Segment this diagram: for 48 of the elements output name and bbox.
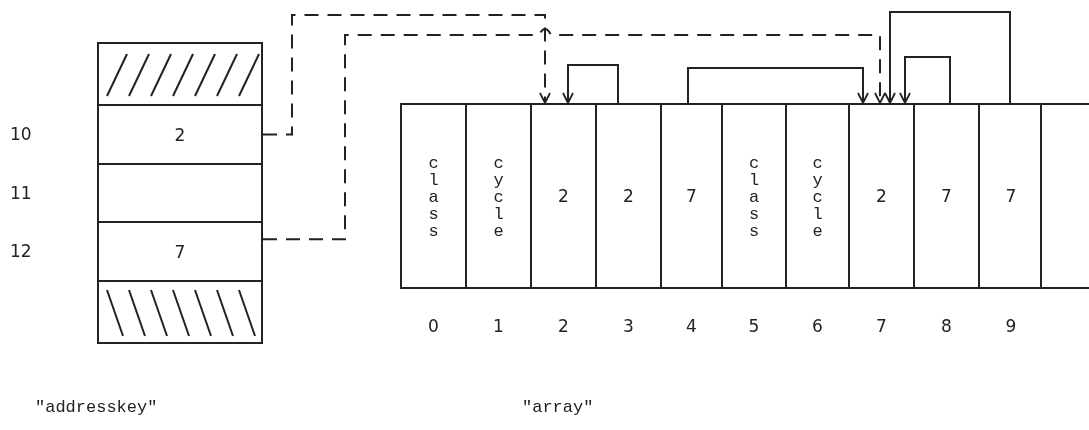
hatched-memory-region — [97, 42, 263, 106]
cell-value: 2 — [558, 186, 569, 206]
memory-cell — [97, 221, 263, 282]
array-index: 5 — [748, 316, 760, 336]
array-index: 2 — [558, 316, 569, 336]
pointer-arrow — [899, 56, 951, 104]
memory-cell — [721, 103, 787, 289]
pointer-arrow — [562, 64, 619, 104]
array-index: 7 — [876, 316, 887, 336]
memory-cell — [465, 103, 532, 289]
cell-value: 7 — [686, 186, 697, 206]
pointer-arrow — [884, 11, 1011, 104]
cell-value: 2 — [174, 124, 186, 145]
array-index: 8 — [941, 316, 952, 336]
dashed-pointer-arrow — [262, 28, 886, 241]
vertical-cell-text: cycle — [808, 153, 827, 239]
memory-cell — [848, 103, 915, 289]
array-index: 0 — [428, 316, 439, 336]
memory-cell — [530, 103, 597, 289]
hatched-memory-region — [97, 280, 263, 344]
array-index: 6 — [812, 316, 823, 336]
cell-value: 2 — [876, 186, 887, 206]
array-index: 9 — [1005, 316, 1017, 336]
cell-value: 2 — [623, 186, 634, 206]
memory-cell — [97, 104, 263, 165]
memory-name: "array" — [522, 398, 594, 417]
vertical-cell-text: cycle — [489, 153, 508, 239]
array-index: 1 — [493, 316, 504, 336]
cell-value: 7 — [941, 186, 952, 206]
memory-cell — [660, 103, 723, 289]
memory-cell — [785, 103, 850, 289]
address-number: 12 — [10, 241, 32, 261]
array-index: 3 — [623, 316, 634, 336]
memory-cell — [913, 103, 980, 289]
dashed-pointer-arrow — [262, 14, 551, 136]
cell-value: 7 — [1005, 186, 1017, 206]
memory-cell — [97, 163, 263, 223]
memory-name: "addresskey" — [35, 398, 158, 417]
memory-cell — [595, 103, 662, 289]
array-index: 4 — [686, 316, 697, 336]
vertical-cell-text: class — [744, 153, 764, 239]
address-number: 10 — [10, 124, 32, 144]
vertical-cell-text: class — [424, 153, 443, 239]
address-number: 11 — [10, 183, 32, 203]
cell-value: 7 — [174, 241, 186, 262]
pointer-arrow — [687, 67, 869, 104]
memory-cell — [1040, 103, 1089, 289]
memory-cell — [400, 103, 467, 289]
